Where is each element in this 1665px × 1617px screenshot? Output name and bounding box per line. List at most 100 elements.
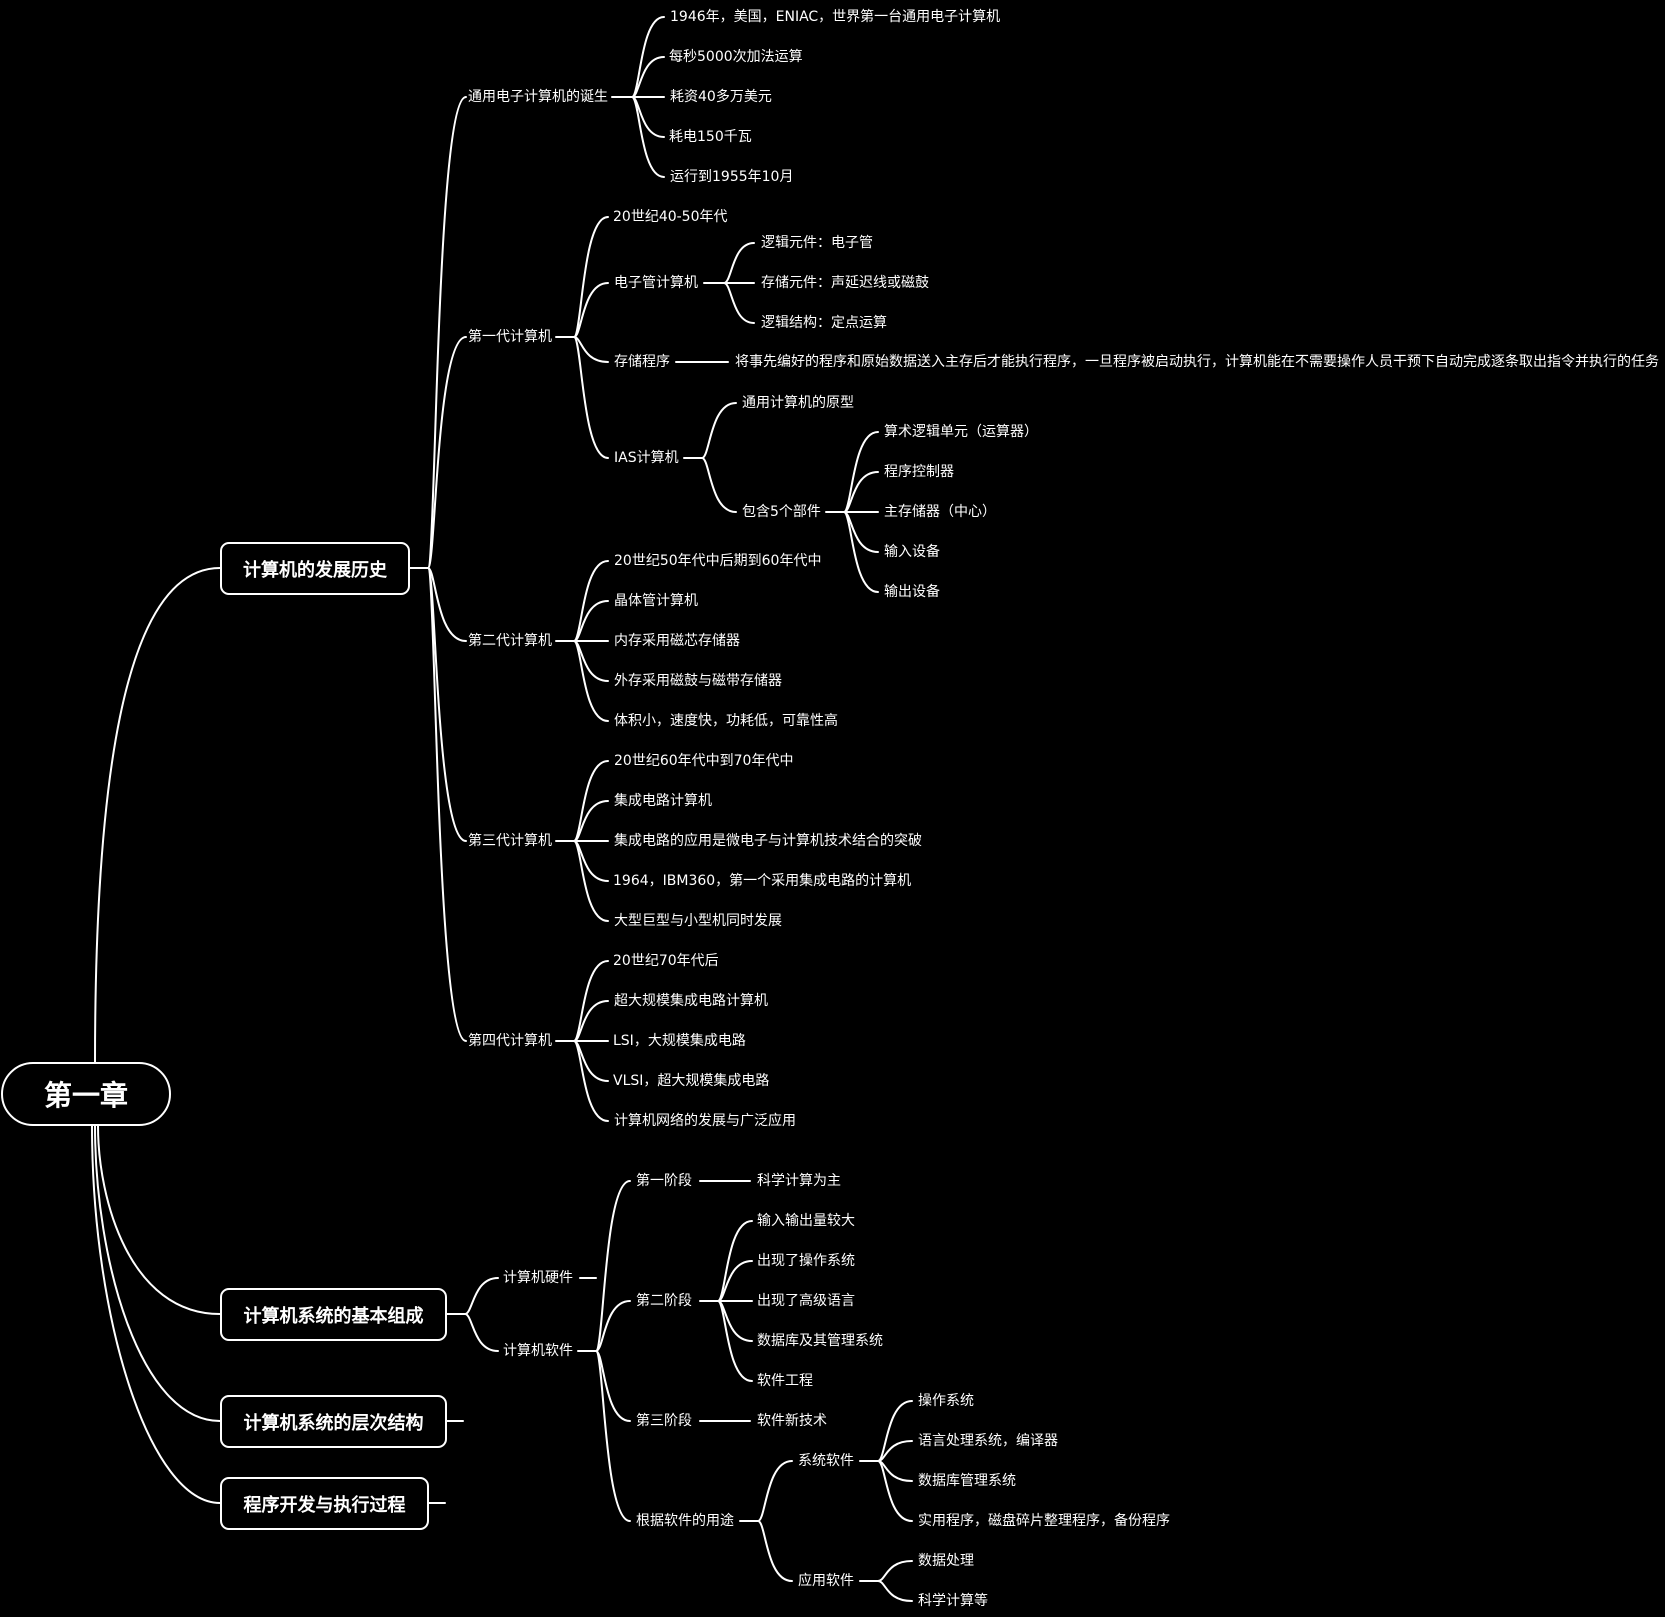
stage2-item[interactable]: 软件工程 [757,1373,813,1389]
connector [757,1520,793,1582]
branch-history[interactable]: 计算机的发展历史 [220,542,410,595]
branch-layer-structure[interactable]: 计算机系统的层次结构 [220,1395,447,1448]
app-software-item[interactable]: 数据处理 [918,1553,974,1569]
hardware-node[interactable]: 计算机硬件 [503,1270,573,1286]
connector [427,96,467,569]
gen4-item[interactable]: 计算机网络的发展与广泛应用 [614,1113,796,1129]
connector [427,567,467,1042]
root-node[interactable]: 第一章 [1,1062,171,1126]
eniac-item[interactable]: 耗资40多万美元 [670,89,772,105]
ias-part[interactable]: 输入设备 [884,544,940,560]
gen2-item[interactable]: 20世纪50年代中后期到60年代中 [614,553,822,569]
connector [573,1000,609,1042]
connector [573,840,609,922]
gen3-item[interactable]: 20世纪60年代中到70年代中 [614,753,794,769]
gen1-label[interactable]: 第一代计算机 [468,329,552,345]
gen3-label[interactable]: 第三代计算机 [468,833,552,849]
gen2-item[interactable]: 晶体管计算机 [614,593,698,609]
tube-item[interactable]: 存储元件：声延迟线或磁鼓 [761,275,929,291]
system-software[interactable]: 系统软件 [798,1453,854,1469]
gen3-item[interactable]: 集成电路计算机 [614,793,712,809]
eniac-item[interactable]: 1946年，美国，ENIAC，世界第一台通用电子计算机 [670,9,1001,25]
gen2-item[interactable]: 内存采用磁芯存储器 [614,633,740,649]
software-node[interactable]: 计算机软件 [503,1343,573,1359]
connector [843,511,879,593]
connector [723,242,755,284]
gen3-item[interactable]: 集成电路的应用是微电子与计算机技术结合的突破 [614,833,922,849]
connector [757,1460,793,1522]
branch-program-process[interactable]: 程序开发与执行过程 [220,1477,429,1530]
application-software[interactable]: 应用软件 [798,1573,854,1589]
connector [573,640,609,722]
gen4-item[interactable]: 超大规模集成电路计算机 [614,993,768,1009]
branch-basic-composition[interactable]: 计算机系统的基本组成 [220,1288,447,1341]
connector [464,1313,499,1352]
connector [427,336,467,569]
connector [701,457,737,513]
connector [877,1400,913,1462]
vacuum-tube-computer[interactable]: 电子管计算机 [614,275,698,291]
app-software-item[interactable]: 科学计算等 [918,1593,988,1609]
ias-part[interactable]: 程序控制器 [884,464,954,480]
ias-part[interactable]: 输出设备 [884,584,940,600]
stage2-label[interactable]: 第二阶段 [636,1293,692,1309]
stage3-label[interactable]: 第三阶段 [636,1413,692,1429]
connector [573,800,609,842]
eniac-item[interactable]: 运行到1955年10月 [670,169,794,185]
stage1-label[interactable]: 第一阶段 [636,1173,692,1189]
connector [573,282,609,338]
connector [843,471,879,513]
ias-five-parts[interactable]: 包含5个部件 [742,504,821,520]
connector [843,511,879,553]
stage1-item[interactable]: 科学计算为主 [757,1173,841,1189]
stored-program-desc[interactable]: 将事先编好的程序和原始数据送入主存后才能执行程序，一旦程序被启动执行，计算机能在… [735,354,1659,370]
stage2-item[interactable]: 出现了操作系统 [757,1253,855,1269]
ias-part[interactable]: 主存储器（中心） [884,504,996,520]
stage3-item[interactable]: 软件新技术 [757,1413,827,1429]
connector [877,1460,913,1522]
gen2-item[interactable]: 外存采用磁鼓与磁带存储器 [614,673,782,689]
connector [573,216,609,338]
system-software-item[interactable]: 操作系统 [918,1393,974,1409]
stage2-item[interactable]: 出现了高级语言 [757,1293,855,1309]
gen4-item[interactable]: VLSI，超大规模集成电路 [613,1073,770,1089]
stage2-item[interactable]: 数据库及其管理系统 [757,1333,883,1349]
eniac-item[interactable]: 耗电150千瓦 [669,129,752,145]
stored-program[interactable]: 存储程序 [614,354,670,370]
connector [595,1350,631,1522]
ias-prototype[interactable]: 通用计算机的原型 [742,395,854,411]
gen4-item[interactable]: LSI，大规模集成电路 [613,1033,746,1049]
connector [877,1560,913,1582]
system-software-item[interactable]: 实用程序，磁盘碎片整理程序，备份程序 [918,1513,1170,1529]
eniac-birth[interactable]: 通用电子计算机的诞生 [468,89,608,105]
connector [631,96,665,178]
stage2-item[interactable]: 输入输出量较大 [757,1213,855,1229]
ias-computer[interactable]: IAS计算机 [614,450,679,466]
connector [723,282,755,324]
connector [94,567,221,1063]
system-software-item[interactable]: 语言处理系统，编译器 [918,1433,1058,1449]
software-usage[interactable]: 根据软件的用途 [636,1513,734,1529]
gen3-item[interactable]: 大型巨型与小型机同时发展 [614,913,782,929]
system-software-item[interactable]: 数据库管理系统 [918,1473,1016,1489]
eniac-item[interactable]: 每秒5000次加法运算 [669,49,803,65]
gen2-label[interactable]: 第二代计算机 [468,633,552,649]
tube-item[interactable]: 逻辑结构：定点运算 [761,315,887,331]
gen4-label[interactable]: 第四代计算机 [468,1033,552,1049]
connector [717,1300,753,1382]
connector [701,402,737,459]
tube-item[interactable]: 逻辑元件：电子管 [761,235,873,251]
gen1-era[interactable]: 20世纪40-50年代 [613,209,728,225]
gen3-item[interactable]: 1964，IBM360，第一个采用集成电路的计算机 [613,873,912,889]
connector [427,567,467,842]
connector [631,96,665,138]
ias-part[interactable]: 算术逻辑单元（运算器） [884,424,1038,440]
connector [573,336,609,459]
connector [595,1300,631,1352]
gen4-item[interactable]: 20世纪70年代后 [613,953,719,969]
connector [464,1277,499,1315]
gen2-item[interactable]: 体积小，速度快，功耗低，可靠性高 [614,713,838,729]
connector [631,56,665,98]
connector [573,840,609,882]
